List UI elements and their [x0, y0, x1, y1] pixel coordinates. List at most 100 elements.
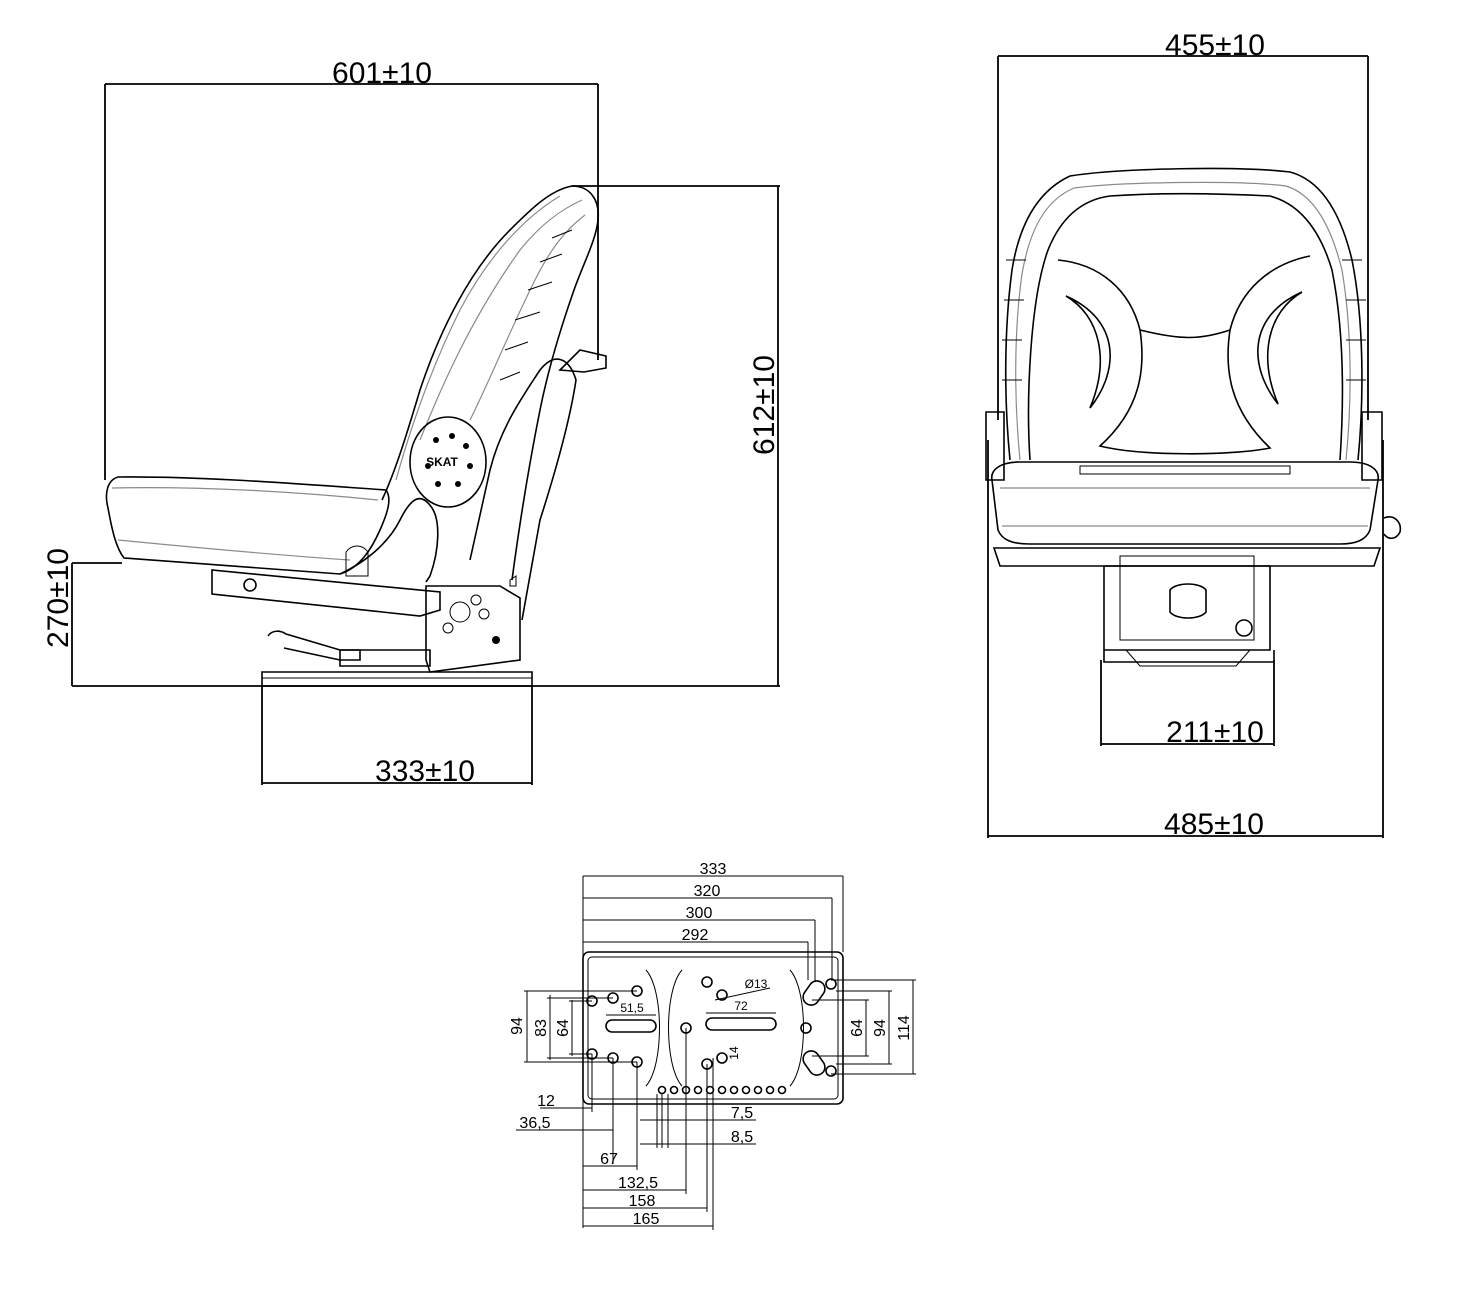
- left-64-text: 64: [555, 1019, 572, 1037]
- base-plate-view: 333 320 300 292 51,5 Ø13 72 14: [509, 861, 916, 1230]
- right-94-text: 94: [872, 1019, 889, 1037]
- bottom-hole-row: [657, 1085, 787, 1095]
- plate-ribs: [645, 969, 683, 1087]
- mount-hole: [716, 989, 728, 1001]
- dim-612-label: 612±10: [748, 355, 781, 455]
- hinge-bolt: [463, 443, 469, 449]
- dim-36-5-text: 36,5: [519, 1115, 550, 1132]
- dim-8-5-text: 8,5: [731, 1129, 753, 1146]
- row-hole: [777, 1085, 787, 1095]
- left-ribs: [1002, 259, 1026, 381]
- dim-300-text: 300: [686, 905, 713, 922]
- seat-cushion: [105, 476, 390, 575]
- suspension-body: [1103, 565, 1271, 651]
- seat-pan: [992, 547, 1382, 567]
- backrest-seam-1: [395, 195, 561, 481]
- rear-strut: [469, 358, 577, 621]
- suspension-foot: [1103, 650, 1275, 663]
- row-hole: [741, 1085, 751, 1095]
- suspension-foot-inner: [1125, 649, 1251, 667]
- row-hole: [693, 1085, 703, 1095]
- slot-left-label: 51,5: [620, 1001, 644, 1015]
- slot-right-bottom: [802, 1050, 826, 1076]
- hinge-bolt: [467, 463, 473, 469]
- row-hole: [669, 1085, 679, 1095]
- hinge-bolt: [435, 481, 441, 487]
- housing-bolt: [492, 636, 500, 644]
- left-bracket: [985, 411, 1005, 481]
- housing-bolt: [449, 601, 471, 623]
- mount-hole: [825, 978, 837, 990]
- backrest-pattern-right: [1257, 291, 1303, 405]
- dia-leader: [714, 987, 771, 1001]
- backrest-outline: [381, 185, 599, 581]
- row-hole: [657, 1085, 667, 1095]
- backrest-seam-2: [419, 199, 583, 441]
- adjust-knob: [1235, 619, 1253, 637]
- hole-dia-label: Ø13: [745, 977, 768, 991]
- right-114-text: 114: [896, 1015, 913, 1041]
- slot-width-label: 14: [727, 1046, 741, 1060]
- side-knob: [1383, 516, 1402, 540]
- dim-320-text: 320: [694, 883, 721, 900]
- recline-hinge-disc: [409, 416, 487, 508]
- dim-270-label: 270±10: [42, 548, 75, 648]
- row-hole: [765, 1085, 775, 1095]
- seat-cushion-lower-seam: [117, 539, 351, 561]
- right-ribs: [1342, 259, 1366, 381]
- dim-485-label: 485±10: [1164, 808, 1264, 841]
- backrest-lever: [558, 349, 607, 373]
- seat-cushion-front: [991, 461, 1379, 545]
- backrest-cushion: [1027, 192, 1344, 461]
- backrest-pattern-center: [1098, 329, 1272, 455]
- housing-bolt: [478, 608, 490, 620]
- mount-hole: [825, 1065, 837, 1077]
- hinge-bolt: [449, 433, 455, 439]
- right-bracket: [1361, 411, 1383, 481]
- slide-rail: [339, 649, 431, 667]
- suspension-housing: [425, 585, 521, 673]
- plate-rib-right: [789, 969, 804, 1087]
- slide-adjust-lever: [267, 630, 361, 661]
- hinge-bolt: [455, 481, 461, 487]
- side-panel: [339, 497, 439, 583]
- dim-211-label: 211±10: [1166, 716, 1264, 749]
- mount-hole: [716, 1052, 728, 1064]
- row-hole: [717, 1085, 727, 1095]
- dim-292-text: 292: [682, 927, 709, 944]
- dim-158-text: 158: [629, 1193, 656, 1210]
- row-hole: [729, 1085, 739, 1095]
- seat-insert: [1079, 465, 1291, 475]
- row-hole: [753, 1085, 763, 1095]
- suspension-inner: [1119, 555, 1255, 641]
- backrest-pattern-top: [1057, 255, 1311, 339]
- strut-marker: [509, 575, 517, 587]
- backrest-ribs: [499, 229, 573, 381]
- row-hole: [705, 1085, 715, 1095]
- backrest-pattern-left: [1065, 295, 1111, 409]
- seat-cushion-seam: [111, 487, 379, 501]
- left-83-text: 83: [533, 1019, 550, 1037]
- left-94-text: 94: [509, 1017, 526, 1035]
- seat-rail: [211, 569, 441, 617]
- base-plate-side: [261, 671, 533, 687]
- front-view: 455±10 485±10 211±10: [985, 29, 1402, 841]
- rail-bolt: [243, 578, 257, 592]
- mount-hole: [701, 976, 713, 988]
- dim-165-text: 165: [633, 1211, 660, 1228]
- slot-left: [605, 1019, 657, 1033]
- dim-12-text: 12: [537, 1093, 555, 1110]
- panel-slot: [345, 545, 369, 577]
- hinge-bolt: [425, 463, 431, 469]
- side-view: 601±10 612±10 270±10 333±10 SKAT: [42, 57, 781, 788]
- backrest-frame: [1004, 167, 1363, 461]
- housing-bolt: [470, 594, 482, 606]
- dim-455-label: 455±10: [1165, 29, 1265, 62]
- mount-hole: [800, 1022, 812, 1034]
- dim-132-5-text: 132,5: [618, 1175, 658, 1192]
- hinge-bolt: [433, 437, 439, 443]
- dim-67-text: 67: [600, 1151, 618, 1168]
- dim-7-5-text: 7,5: [731, 1105, 753, 1122]
